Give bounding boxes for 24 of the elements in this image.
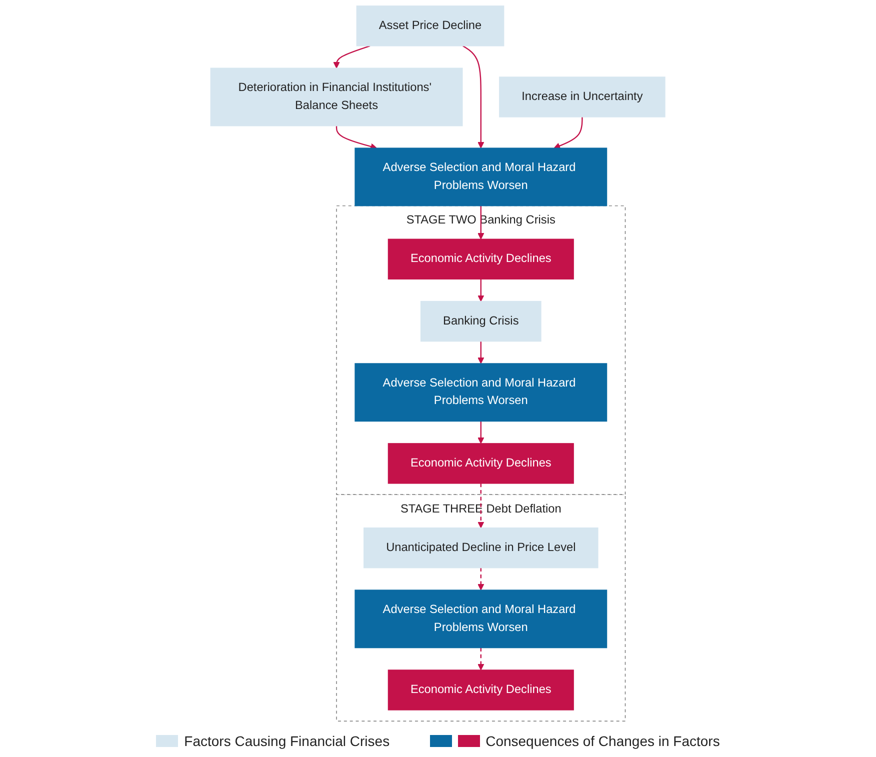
node-box: Adverse Selection and Moral Hazard Problems Worsen [354,148,608,206]
node-box: Adverse Selection and Moral Hazard Problems Worsen [354,590,608,648]
node-box: Asset Price Decline [356,6,504,46]
node-box: Adverse Selection and Moral Hazard Problems Worsen [354,363,608,422]
arrow [478,483,484,528]
arrow [462,45,484,148]
legend-text: Factors Causing Financial Crises [184,733,390,749]
arrow [336,126,378,150]
arrow [478,206,484,240]
node-box: Unanticipated Decline in Price Level [364,527,598,568]
arrow [478,279,484,302]
arrow [478,341,484,364]
node-box: Economic Activity Declines [388,670,574,710]
node-box: Banking Crisis [420,300,542,342]
legend-text: Consequences of Changes in Factors [486,733,720,749]
arrow [478,421,484,444]
arrow [333,45,370,68]
arrow [478,648,484,670]
node-box: Economic Activity Declines [388,443,574,484]
arrow [554,116,583,149]
node-box: Economic Activity Declines [388,238,574,280]
node-box: Deterioration in Financial Institutions' Balance Sheets [210,68,463,126]
arrow [478,568,484,590]
node-box: Increase in Uncertainty [499,76,666,118]
